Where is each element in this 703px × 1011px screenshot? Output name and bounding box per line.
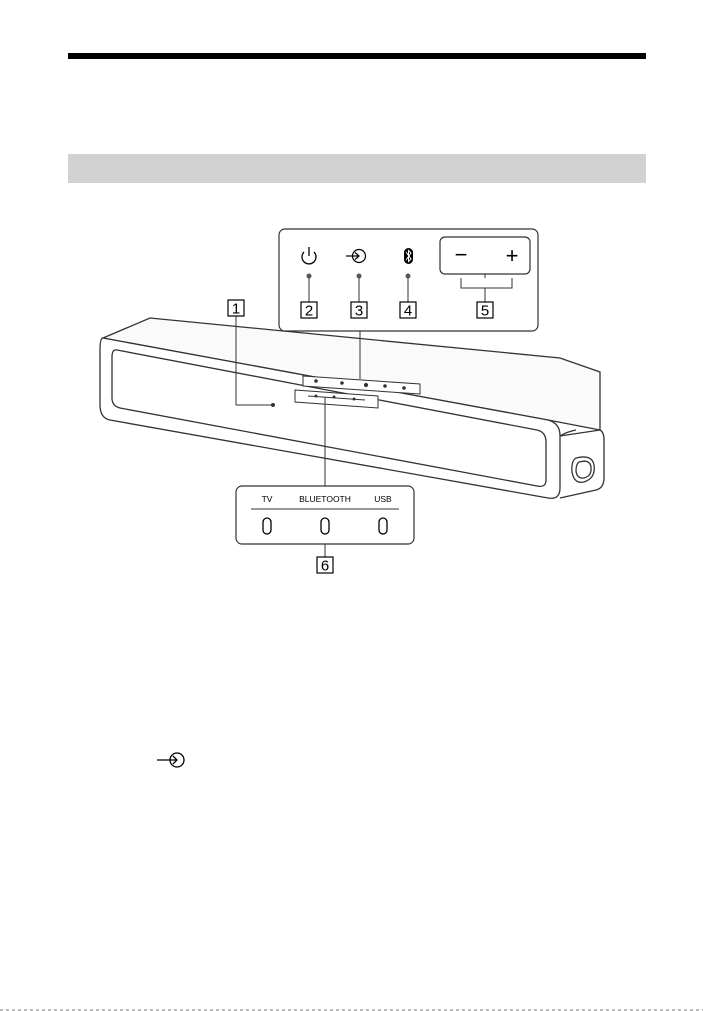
soundbar-body [100, 318, 604, 498]
usb-label: USB [374, 494, 392, 504]
callout-1: 1 [228, 300, 244, 318]
bluetooth-label: BLUETOOTH [299, 494, 351, 504]
svg-text:4: 4 [404, 303, 412, 320]
svg-text:1: 1 [232, 301, 240, 318]
callout-2: 2 [301, 302, 317, 320]
callout-4: 4 [400, 302, 416, 320]
volume-down-label: − [455, 242, 468, 267]
callout-6: 6 [317, 557, 333, 575]
svg-text:6: 6 [321, 558, 329, 575]
svg-text:2: 2 [305, 303, 313, 320]
indicator-dot [271, 403, 275, 407]
callout-5: 5 [477, 302, 493, 320]
volume-up-label: + [506, 243, 519, 268]
svg-text:3: 3 [355, 303, 363, 320]
callout-3: 3 [351, 302, 367, 320]
tv-label: TV [262, 494, 273, 504]
svg-text:5: 5 [481, 303, 489, 320]
bluetooth-icon [404, 248, 413, 264]
input-icon [154, 750, 188, 770]
bottom-callout-panel: TV BLUETOOTH USB [236, 486, 414, 544]
